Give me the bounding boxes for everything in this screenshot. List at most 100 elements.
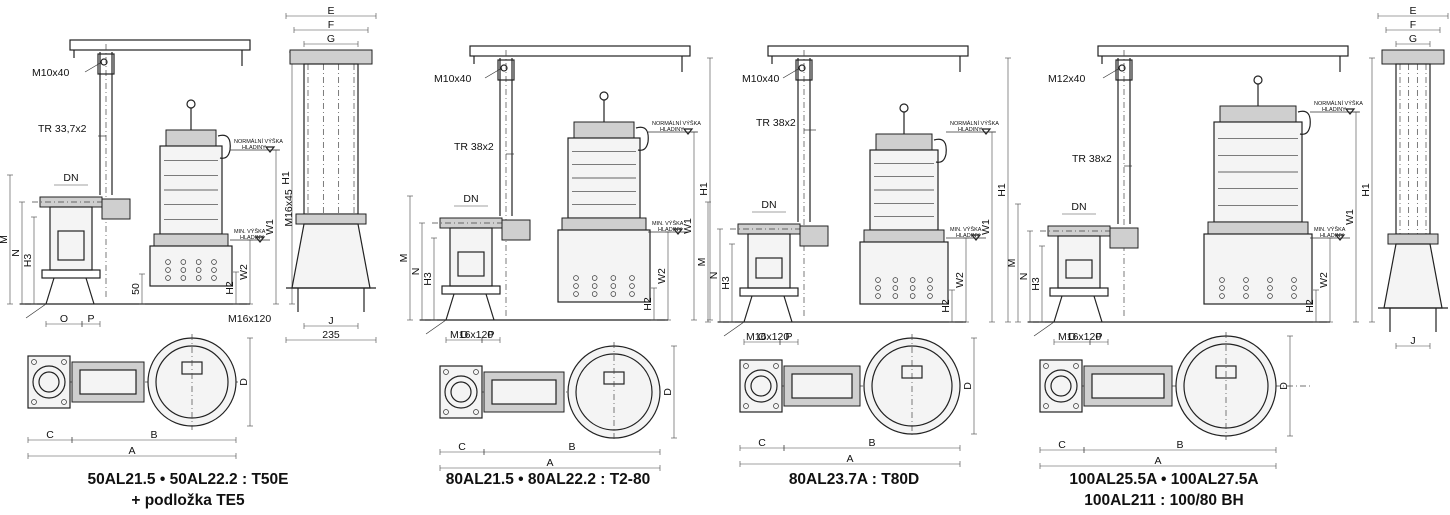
side-rails [303,63,359,215]
strainer-hole [875,293,881,299]
dim-g: G [1409,33,1417,45]
plan-bolt [773,403,779,409]
strainer-hole [573,275,579,281]
lifting-eye [1253,75,1263,85]
strainer-hole [909,293,916,299]
strainer-hole [610,291,617,297]
base-plate [441,285,501,295]
strainer-hole [1291,285,1297,291]
strainer-hole [892,293,899,299]
strainer-hole [180,267,187,273]
dim-h2: H2 [642,297,654,311]
strainer-hole [1243,293,1249,299]
level-normal-line2: HLADINY [242,145,266,151]
plan-port-outer [32,365,66,399]
guide-head [1115,59,1133,81]
dim-o: O [60,313,68,325]
level-normal-line2: HLADINY [660,127,684,133]
strainer-hole [1267,285,1273,291]
dim-n: N [10,249,22,257]
side-base [291,223,371,289]
lifting-eye [599,91,609,101]
elbow-window [457,251,485,277]
dim-c: C [46,429,54,441]
strainer-hole [1267,293,1273,299]
dim-j: J [328,315,333,327]
dim-j: J [1410,335,1415,347]
strainer-hole [1219,277,1225,283]
dim-w1: W1 [264,219,276,235]
drawing-captions: 50AL21.5 • 50AL22.2 : T50E + podložka TE5… [87,471,1258,509]
dim-b: B [150,429,157,441]
level-mark [970,234,982,241]
strainer-hole [211,275,217,281]
strainer-hole [180,275,187,281]
level-min-line2: HLADINY [240,235,264,241]
dim-w2: W2 [954,272,966,288]
pump-flange [561,217,647,231]
bolt-top-label: M12x40 [1048,73,1086,85]
strainer-hole [629,275,635,281]
caption-line: 50AL21.5 • 50AL22.2 : T50E [87,471,288,488]
side-flange [295,213,367,225]
pump-cap [875,133,933,151]
plan-port-inner [750,375,772,397]
lifting-eye [186,99,196,109]
level-mark [672,228,684,235]
coupling [101,198,131,220]
plan-coupling-inner [1091,373,1165,399]
dim-c: C [458,441,466,453]
strainer-hole [909,277,916,283]
plan-bolt [443,409,449,415]
strainer-hole [927,293,933,299]
strainer-hole [1219,293,1225,299]
dim-n: N [1018,273,1030,281]
dim-h3: H3 [422,272,434,286]
strainer-hole [909,285,916,291]
plan-port-outer [1044,369,1078,403]
strainer-hole [892,285,899,291]
bolt-top-label: M10x40 [32,67,70,79]
dim-c: C [758,437,766,449]
level-normal-line1: NORMÁLNÍ VÝŠKA [1314,100,1363,107]
strainer-hole [610,275,617,281]
dim-p: P [785,331,792,343]
strainer-hole [1243,285,1249,291]
plan-bolt [743,403,749,409]
strainer-hole [591,275,598,281]
dim-d: D [962,382,974,390]
bracket-bar [469,45,691,57]
dim-h1: H1 [280,171,292,185]
strainer-hole [927,285,933,291]
level-min-line1: MIN. VÝŠKA [950,226,982,233]
dim-g: G [327,33,335,45]
dim-p: P [487,329,494,341]
plan-port-inner [1050,375,1072,397]
bolt-bottom-label: M16x120 [1058,331,1101,343]
strainer-hole [875,285,881,291]
caption-line: 80AL21.5 • 80AL22.2 : T2-80 [446,471,650,488]
bolt-top-label: M10x40 [434,73,472,85]
elbow-window [57,230,85,261]
dim-w1: W1 [980,219,992,235]
pipe-label: TR 38x2 [756,117,796,129]
plan-flange [739,359,783,413]
strainer-hole [165,275,171,281]
level-min-line2: HLADINY [1320,233,1344,239]
dim-a: A [1154,455,1161,467]
dim-h2: H2 [1304,299,1316,313]
level-min-line2: HLADINY [956,233,980,239]
dim-h3: H3 [720,276,732,290]
caption-line: + podložka TE5 [131,492,245,509]
coupling [501,219,531,241]
pump-flange [1207,221,1309,235]
dim-w1: W1 [682,218,694,234]
bolt-side-label: M16x45 [283,189,295,227]
